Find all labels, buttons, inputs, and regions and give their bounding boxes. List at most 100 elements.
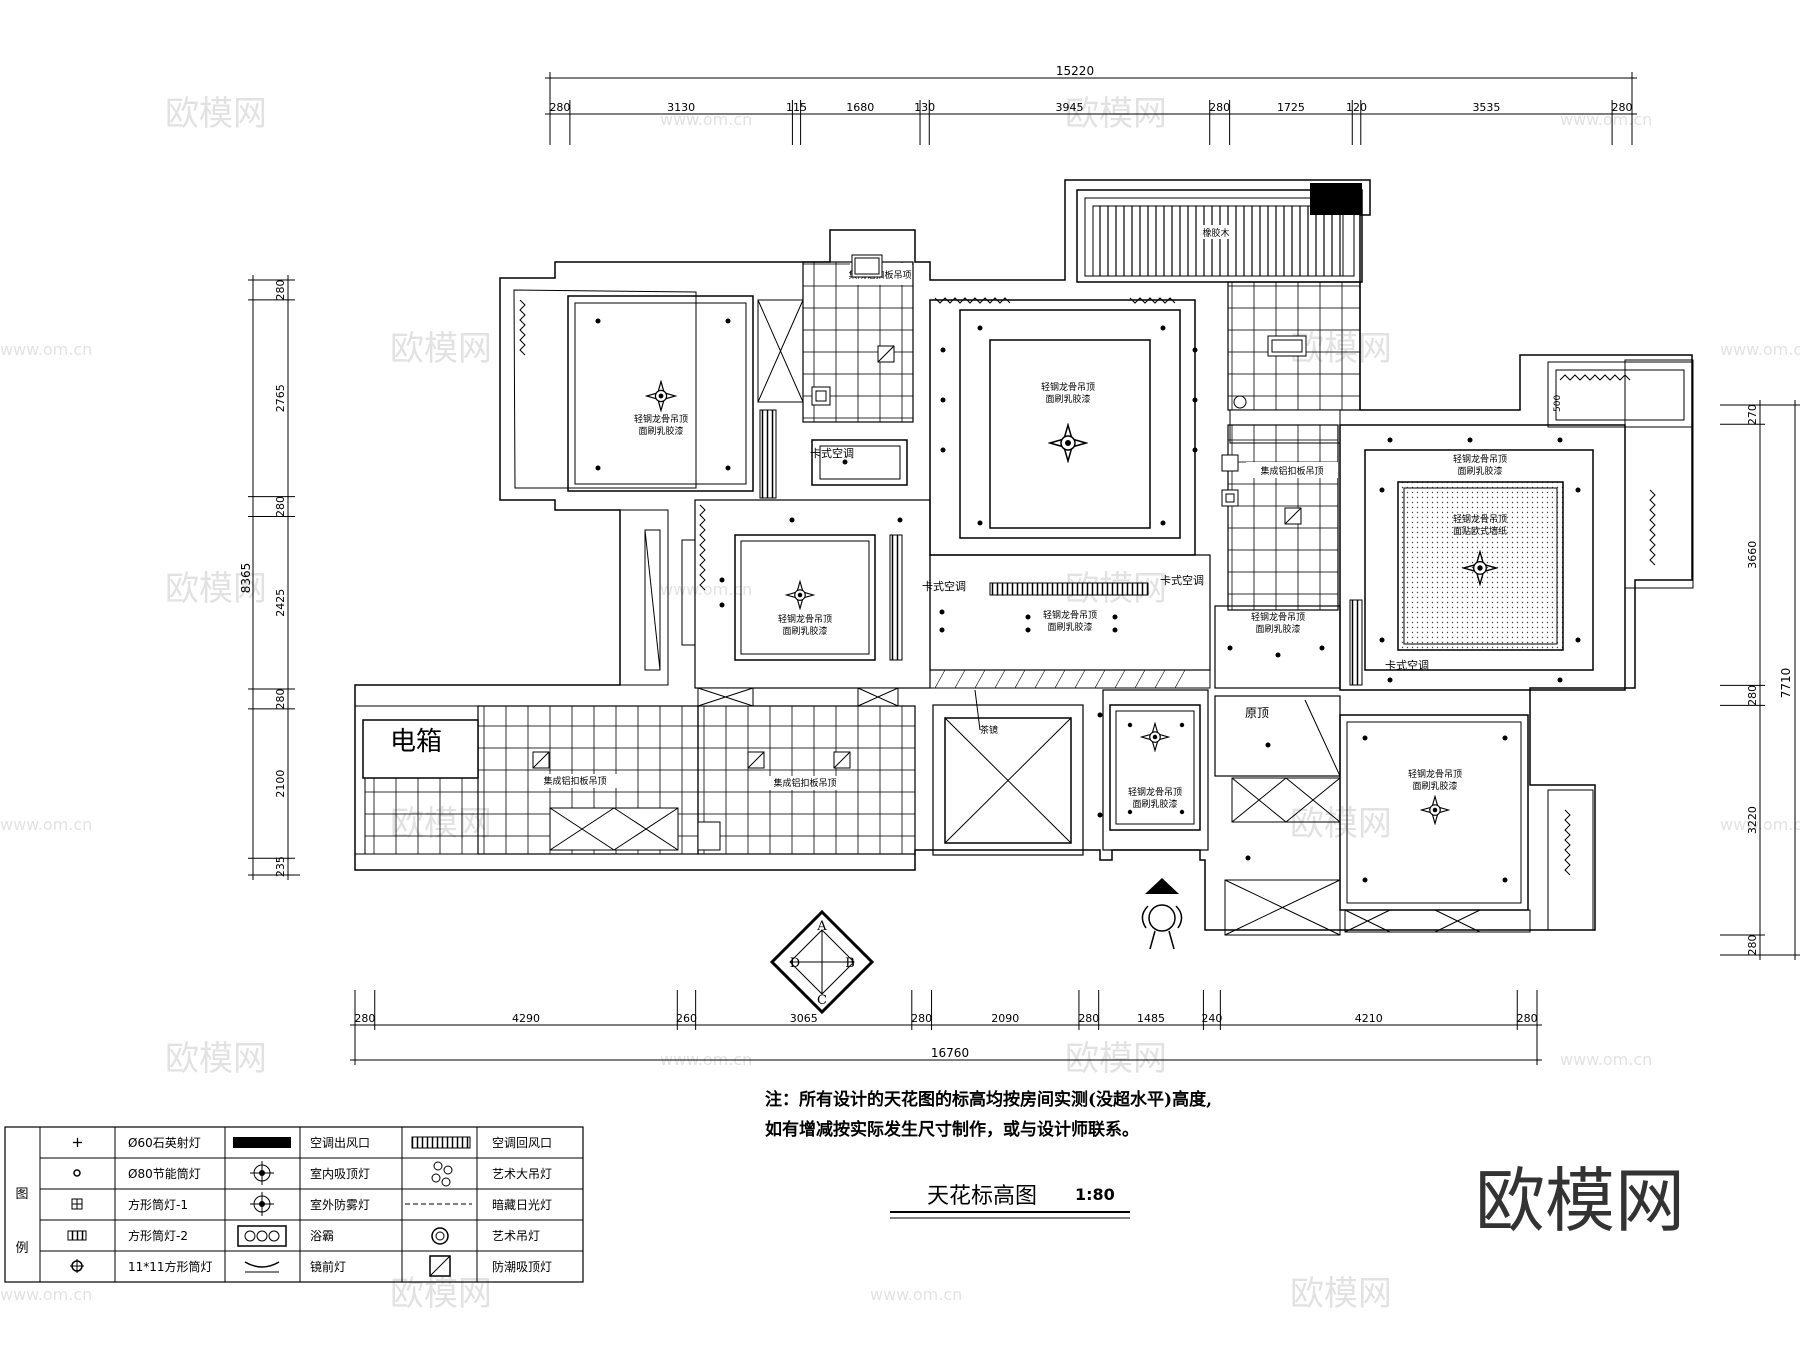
room-bathroom-3: 集成铝扣板吊顶 (1221, 281, 1361, 611)
ceiling-label: 面刷乳胶漆 (1412, 780, 1457, 792)
tea-mirror-label: 茶镜 (980, 724, 998, 736)
dim-right-total: 7710 (1779, 668, 1793, 699)
watermark-url: www.om.cn (1560, 110, 1652, 129)
legend-table: 图 例 Ø60石英射灯 空调出风口 空调回风口 Ø80节能筒灯 室内吸顶灯 艺术… (4, 1126, 584, 1283)
dim-segment-label: 4210 (1355, 1012, 1383, 1025)
dim-segment-label: 3220 (1746, 806, 1759, 834)
dim-segment-label: 280 (1612, 101, 1633, 114)
compass-b: B (845, 956, 855, 971)
legend-item: 方形筒灯-1 (128, 1197, 188, 1212)
dim-segment-label: 280 (274, 688, 287, 709)
room-bathroom-1: 集成铝扣板吊项 卡式空调 (802, 254, 914, 486)
art-pendant-icon (431, 1227, 449, 1245)
room-bathroom-2: 电箱 集成铝扣板吊顶 (354, 705, 699, 855)
dim-segment-label: 280 (911, 1012, 932, 1025)
dim-segment-label: 280 (274, 496, 287, 517)
dim-segment-label: 280 (354, 1012, 375, 1025)
watermark: 欧模网 (1065, 1039, 1167, 1079)
dim-segment-label: 280 (1078, 1012, 1099, 1025)
cabinet-ac-label: 卡式空调 (1385, 658, 1429, 672)
legend-title-2: 例 (15, 1241, 28, 1256)
title-scale: 1:80 (1075, 1185, 1115, 1204)
balcony-wood-ceiling: 橡胶木 (1076, 183, 1363, 283)
dim-segment-label: 1680 (846, 101, 874, 114)
moisture-ceiling-light-icon (429, 1255, 451, 1277)
ac-return-icon (411, 1136, 471, 1149)
dim-segment-label: 1725 (1277, 101, 1305, 114)
watermark-url: www.om.cn (660, 580, 752, 599)
ceiling-label: 面刷乳胶漆 (1045, 393, 1090, 405)
ceiling-label: 轻钢龙骨吊顶 (1128, 786, 1182, 798)
room-dining: 轻钢龙骨吊顶 面刷乳胶漆 卡式空调 (619, 499, 966, 689)
watermark: 欧模网 (390, 1274, 492, 1314)
dim-segment-label: 120 (1346, 101, 1367, 114)
dim-segment-label: 3130 (667, 101, 695, 114)
dim-segment-label: 2765 (274, 384, 287, 412)
room-entrance: 茶镜 (932, 689, 1084, 856)
mirror-light-icon (244, 1261, 280, 1273)
room-living-top: 轻钢龙骨吊顶 面刷乳胶漆 卡式空调 (929, 297, 1204, 596)
ceiling-label: 面刷乳胶漆 (1047, 621, 1092, 633)
room-study: 轻钢龙骨吊顶 面刷乳胶漆 (1214, 605, 1341, 689)
ceiling-label: 面刷乳胶漆 (638, 425, 683, 437)
downlight-icon (73, 1169, 81, 1177)
dim-segment-label: 130 (914, 101, 935, 114)
watermark-url: www.om.cn (660, 110, 752, 129)
ceiling-label: 轻钢龙骨吊顶 (1043, 609, 1097, 621)
watermark-url: www.om.cn (0, 815, 92, 834)
aluminum-ceiling-label: 集成铝扣板吊顶 (543, 775, 606, 787)
watermark: 欧模网 (165, 94, 267, 134)
bath-heater-icon (237, 1225, 287, 1247)
legend-item: 艺术大吊灯 (492, 1167, 552, 1181)
dim-segment-label: 3945 (1055, 101, 1083, 114)
drawing-title: 天花标高图 1:80 (890, 1184, 1130, 1219)
ceiling-label: 轻钢龙骨吊顶 (1453, 513, 1507, 525)
watermark: 欧模网 (1290, 1274, 1392, 1314)
ac-outlet-icon (233, 1137, 291, 1148)
dim-segment-label: 280 (1209, 101, 1230, 114)
watermarks: 欧模网 欧模网 欧模网 欧模网 欧模网 欧模网 欧模网 欧模网 欧模网 欧模网 … (0, 94, 1800, 1314)
note-line-1: 注：所有设计的天花图的标高均按房间实测(没超水平)高度, (765, 1089, 1212, 1110)
legend-item: Ø60石英射灯 (128, 1135, 201, 1150)
chandelier-icon (431, 1161, 453, 1187)
entrance-marker (1141, 878, 1183, 950)
legend-item: 方形筒灯-2 (128, 1228, 188, 1243)
dim-segment-label: 2090 (991, 1012, 1019, 1025)
dim-right-inner: 500 (1553, 395, 1563, 412)
legend-item: 艺术吊灯 (492, 1229, 540, 1243)
watermark: 欧模网 (390, 329, 492, 369)
compass-c: C (817, 993, 827, 1008)
dim-segment-label: 4290 (512, 1012, 540, 1025)
ceiling-label: 轻钢龙骨吊顶 (1251, 611, 1305, 623)
legend-item: 室外防雾灯 (310, 1197, 370, 1212)
ceiling-label: 轻钢龙骨吊顶 (1453, 453, 1507, 465)
watermark: 欧模网 (165, 1039, 267, 1079)
legend-item: 11*11方形筒灯 (128, 1259, 213, 1274)
bottom-dimension-chain (350, 990, 1542, 1065)
watermark: 欧模网 (165, 569, 267, 609)
title-main: 天花标高图 (927, 1184, 1037, 1209)
ceiling-label: 轻钢龙骨吊顶 (778, 613, 832, 625)
ceiling-label: 面刷乳胶漆 (1255, 623, 1300, 635)
dim-top-total: 15220 (1056, 64, 1094, 78)
legend-item: Ø80节能筒灯 (128, 1166, 201, 1181)
room-bedroom-right-bottom: 轻钢龙骨吊顶 面刷乳胶漆 (1339, 714, 1594, 933)
legend-item: 暗藏日光灯 (492, 1197, 552, 1212)
electric-box-label: 电箱 (390, 727, 442, 757)
compass: A B C D (769, 909, 875, 1015)
outdoor-fog-light-icon (250, 1192, 274, 1216)
room-bedroom-top-left: 轻钢龙骨吊顶 面刷乳胶漆 (519, 295, 804, 499)
ceiling-light-icon (250, 1161, 274, 1185)
dim-segment-label: 240 (1201, 1012, 1222, 1025)
dim-segment-label: 280 (1746, 685, 1759, 706)
legend-item: 室内吸顶灯 (310, 1166, 370, 1181)
legend-item: 防潮吸顶灯 (492, 1259, 552, 1274)
ceiling-label: 轻钢龙骨吊顶 (1041, 381, 1095, 393)
room-living-lower: 轻钢龙骨吊顶 面刷乳胶漆 (929, 554, 1211, 689)
cabinet-ac-label: 卡式空调 (1160, 573, 1204, 587)
watermark-url: www.om.cn (0, 1285, 92, 1304)
ceiling-label-wallpaper: 面贴欧式墙纸 (1453, 525, 1507, 537)
aluminum-ceiling-label: 集成铝扣板吊顶 (1260, 465, 1323, 477)
room-bedroom-right-top: 轻钢龙骨吊顶 面刷乳胶漆 轻钢龙骨吊顶 面贴欧式墙纸 卡式空调 500 (1339, 359, 1694, 691)
